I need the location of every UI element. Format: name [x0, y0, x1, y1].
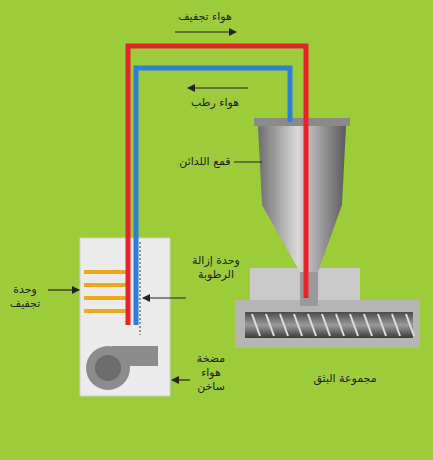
extruder-housing	[235, 300, 420, 348]
drying-air-pipe	[128, 46, 306, 325]
screw-flights	[252, 314, 414, 336]
air-flow-label: هواء تجفيف	[160, 10, 250, 24]
part-label: مجموعة البثق	[290, 372, 400, 386]
part-label: مضخة هواء ساخن	[190, 352, 232, 393]
hopper-body	[258, 126, 346, 272]
leader-arrow	[172, 379, 190, 380]
drying-unit-housing	[80, 238, 170, 396]
leader-arrow	[48, 289, 79, 290]
hopper-rim	[254, 118, 350, 126]
leader-line	[234, 162, 262, 163]
humid-air-pipe	[136, 68, 290, 325]
hopper-neck	[300, 272, 318, 306]
dehumidifier-filter	[139, 242, 141, 335]
part-label: وحدة تجفيف	[2, 283, 48, 311]
flow-arrow	[188, 87, 248, 88]
part-label: وحدة إزالة الرطوبة	[188, 254, 244, 282]
blower	[86, 346, 130, 390]
heater-coils	[84, 272, 130, 311]
part-label: قمع اللدائن	[176, 155, 234, 169]
air-flow-label: هواء رطب	[170, 96, 260, 110]
blower-hub	[95, 355, 121, 381]
extruder-barrel	[245, 312, 413, 338]
flow-arrow	[175, 31, 236, 32]
leader-arrow	[143, 297, 186, 298]
